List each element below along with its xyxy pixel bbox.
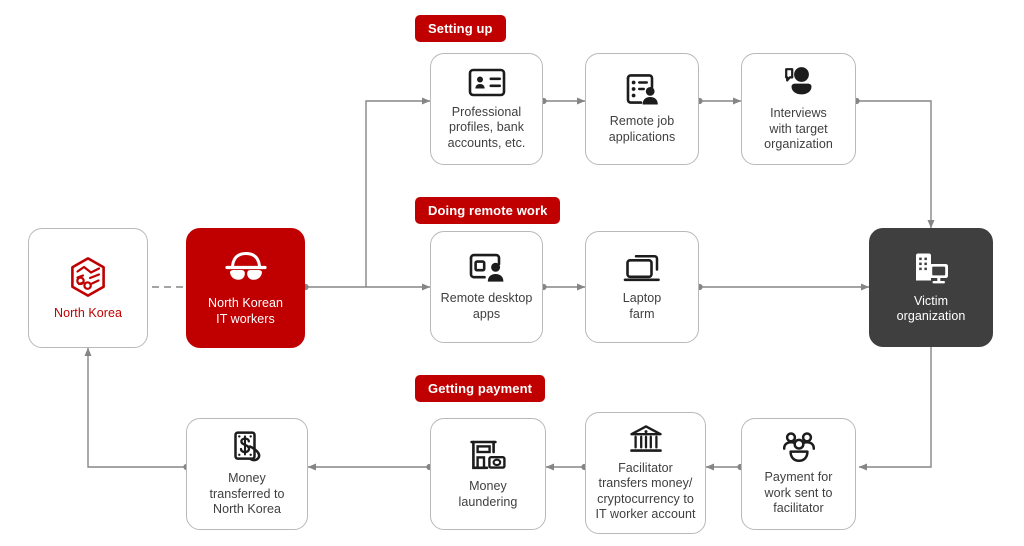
node-remote-job-applications[interactable]: Remote job applications bbox=[585, 53, 699, 165]
people-group-icon bbox=[780, 431, 818, 463]
node-victim-organization[interactable]: Victim organization bbox=[869, 228, 993, 347]
node-label: Money transferred to North Korea bbox=[209, 471, 285, 517]
node-facilitator-transfers[interactable]: Facilitator transfers money/ cryptocurre… bbox=[585, 412, 706, 534]
node-interviews[interactable]: Interviews with target organization bbox=[741, 53, 856, 165]
node-laptop-farm[interactable]: Laptop farm bbox=[585, 231, 699, 343]
section-badge-label: Getting payment bbox=[428, 381, 533, 396]
wire-victim-to-payment bbox=[858, 347, 932, 471]
node-label: Money laundering bbox=[458, 479, 518, 509]
node-label: Payment for work sent to facilitator bbox=[764, 470, 833, 516]
node-label: Laptop farm bbox=[622, 291, 662, 321]
job-application-list-icon bbox=[624, 73, 660, 107]
node-money-laundering[interactable]: Money laundering bbox=[430, 418, 546, 530]
section-badge-setting-up: Setting up bbox=[415, 15, 506, 42]
wire-transferred-to-nk bbox=[84, 347, 186, 468]
node-professional-profiles[interactable]: Professional profiles, bank accounts, et… bbox=[430, 53, 543, 165]
node-it-workers[interactable]: North Korean IT workers bbox=[186, 228, 305, 348]
incognito-spy-icon bbox=[223, 249, 269, 289]
section-badge-label: Setting up bbox=[428, 21, 493, 36]
node-label: Interviews with target organization bbox=[764, 106, 833, 152]
node-label: Remote desktop apps bbox=[440, 291, 533, 321]
wire-interviews-to-victim bbox=[856, 100, 935, 229]
office-building-monitor-icon bbox=[911, 251, 951, 287]
node-label: North Korea bbox=[54, 305, 122, 320]
north-korea-hexagon-icon bbox=[66, 255, 110, 299]
node-label: North Korean IT workers bbox=[208, 296, 283, 326]
interview-person-icon bbox=[782, 65, 816, 99]
laptop-icon bbox=[623, 252, 661, 284]
section-badge-doing-remote-work: Doing remote work bbox=[415, 197, 561, 224]
wire-itworkers-to-profiles bbox=[365, 97, 431, 287]
node-label: Remote job applications bbox=[608, 114, 676, 144]
node-remote-desktop-apps[interactable]: Remote desktop apps bbox=[430, 231, 543, 343]
id-card-icon bbox=[468, 67, 506, 98]
section-badge-getting-payment: Getting payment bbox=[415, 375, 546, 402]
node-money-transferred[interactable]: Money transferred to North Korea bbox=[186, 418, 308, 530]
node-label: Professional profiles, bank accounts, et… bbox=[447, 104, 526, 150]
node-label: Facilitator transfers money/ cryptocurre… bbox=[595, 460, 696, 522]
node-north-korea[interactable]: North Korea bbox=[28, 228, 148, 348]
bank-icon bbox=[629, 424, 663, 454]
node-payment-to-facilitator[interactable]: Payment for work sent to facilitator bbox=[741, 418, 856, 530]
storefront-money-icon bbox=[469, 438, 507, 472]
section-badge-label: Doing remote work bbox=[428, 203, 548, 218]
hand-holding-money-icon bbox=[231, 430, 263, 464]
node-label: Victim organization bbox=[896, 293, 966, 324]
remote-desktop-icon bbox=[468, 252, 506, 284]
